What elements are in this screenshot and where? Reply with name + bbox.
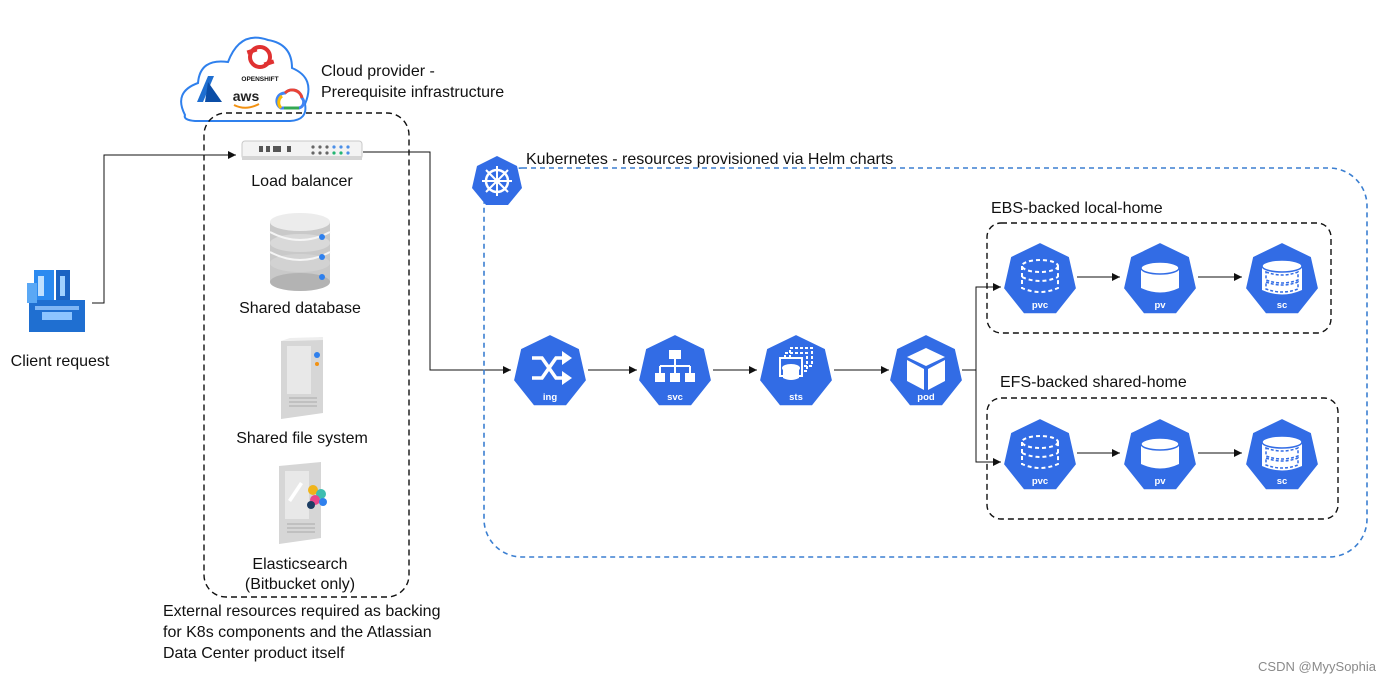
cloud-provider-label-line1: Cloud provider -	[321, 63, 435, 80]
sts-node: sts	[758, 333, 834, 408]
client-request-icon	[27, 270, 85, 332]
shared-database-icon	[269, 213, 331, 291]
pod-to-ebs-pvc-arrow	[962, 283, 1001, 371]
pod-node: pod	[888, 333, 964, 408]
elasticsearch-icon	[279, 462, 327, 544]
ebs-pv-node: pv	[1122, 241, 1198, 316]
statefulset-icon	[779, 347, 813, 380]
efs-pv-label: pv	[1154, 476, 1166, 487]
ebs-title: EBS-backed local-home	[991, 200, 1163, 217]
shared-file-system-icon	[281, 337, 323, 419]
external-note-line3: Data Center product itself	[163, 645, 345, 662]
openshift-logo-icon: OPENSHIFT	[241, 45, 279, 83]
openshift-logo-text: OPENSHIFT	[241, 76, 278, 83]
efs-boundary	[986, 397, 1339, 520]
client-to-lb-arrow	[92, 151, 236, 304]
ebs-sc-label: sc	[1277, 300, 1288, 311]
pv-icon	[1140, 261, 1180, 293]
ebs-pvc-label: pvc	[1032, 300, 1048, 311]
azure-logo-icon	[197, 76, 222, 102]
client-request-label: Client request	[11, 353, 110, 370]
ebs-pvc-node: pvc	[1002, 241, 1078, 316]
ingress-icon	[532, 356, 564, 380]
pvc-icon	[1021, 435, 1059, 469]
load-balancer-icon	[241, 140, 363, 160]
aws-logo-text: aws	[233, 88, 260, 104]
sts-label: sts	[789, 392, 803, 403]
efs-sc-node: sc	[1244, 417, 1320, 492]
external-note-line1: External resources required as backing	[163, 603, 440, 620]
ing-node: ing	[512, 333, 588, 408]
pod-to-efs-pvc-arrow	[962, 369, 1001, 466]
ebs-boundary	[986, 222, 1332, 334]
cloud-provider-label-line2: Prerequisite infrastructure	[321, 84, 504, 101]
elasticsearch-label-line2: (Bitbucket only)	[245, 576, 355, 593]
efs-pv-node: pv	[1122, 417, 1198, 492]
storageclass-icon	[1261, 259, 1303, 295]
svc-label: svc	[667, 392, 683, 403]
external-resources-boundary	[203, 112, 410, 598]
efs-pvc-node: pvc	[1002, 417, 1078, 492]
aws-logo-icon: aws	[233, 88, 260, 109]
lb-to-ing-arrow	[363, 151, 511, 374]
efs-sc-label: sc	[1277, 476, 1288, 487]
watermark: CSDN @MyySophia	[1258, 659, 1377, 674]
efs-pvc-label: pvc	[1032, 476, 1048, 487]
kubernetes-logo-icon	[472, 156, 522, 205]
pod-cube-icon	[907, 348, 945, 390]
ebs-pv-label: pv	[1154, 300, 1166, 311]
svc-node: svc	[637, 333, 713, 408]
ing-label: ing	[543, 392, 557, 403]
pod-label: pod	[917, 392, 935, 403]
efs-title: EFS-backed shared-home	[1000, 374, 1187, 391]
ebs-sc-node: sc	[1244, 241, 1320, 316]
load-balancer-label: Load balancer	[251, 173, 353, 190]
kubernetes-title: Kubernetes - resources provisioned via H…	[526, 151, 893, 168]
shared-database-label: Shared database	[239, 300, 361, 317]
service-icon	[655, 350, 695, 382]
pvc-icon	[1021, 259, 1059, 293]
kubernetes-boundary	[483, 167, 1368, 558]
cloud-provider-icon: OPENSHIFT aws	[180, 36, 310, 122]
shared-file-system-label: Shared file system	[236, 430, 368, 447]
google-cloud-logo-icon	[275, 88, 306, 110]
storageclass-icon	[1261, 435, 1303, 471]
pv-icon	[1140, 437, 1180, 469]
external-note-line2: for K8s components and the Atlassian	[163, 624, 432, 641]
elasticsearch-label-line1: Elasticsearch	[252, 556, 347, 573]
